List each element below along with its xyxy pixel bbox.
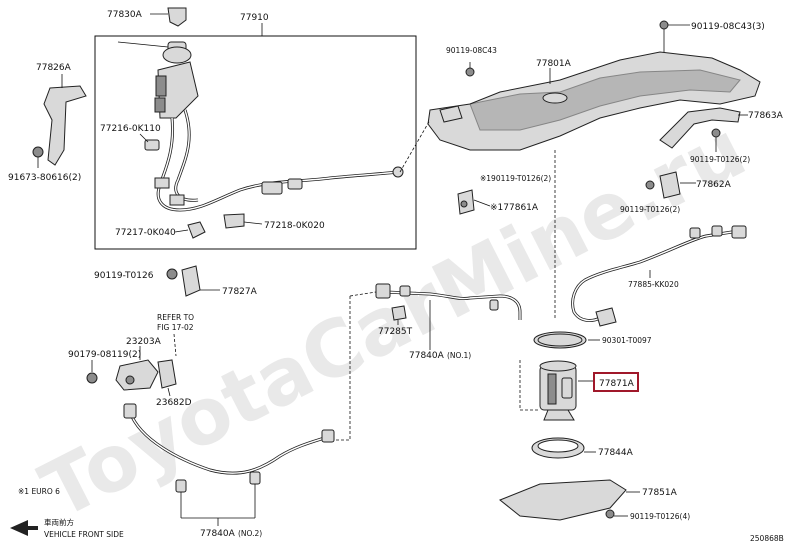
- label-90119-08C43-top: 90119-08C43: [446, 46, 497, 55]
- front-arrow-icon: [10, 520, 38, 536]
- clip-77285T[interactable]: [391, 305, 407, 325]
- bolt-90119-T0126-left[interactable]: [166, 268, 178, 280]
- label-77217: 77217-0K040: [115, 228, 176, 238]
- bolt-90179[interactable]: [86, 360, 98, 384]
- protector-77851A[interactable]: [499, 479, 640, 521]
- label-90119-T0126-4: 90119-T0126(4): [630, 512, 690, 521]
- front-label-en: VEHICLE FRONT SIDE: [44, 530, 124, 539]
- label-77285T: 77285T: [378, 327, 413, 337]
- label-90119-T0126-2-a: 90119-T0126(2): [690, 155, 750, 164]
- refer-to-text: REFER TO: [157, 313, 194, 322]
- label-77844A: 77844A: [598, 448, 634, 458]
- label-23682D: 23682D: [156, 398, 192, 408]
- fuel-tube-77840A-no2[interactable]: [123, 403, 335, 526]
- front-label-jp: 車両前方: [44, 517, 74, 527]
- label-90119-T0126-left: 90119-T0126: [94, 271, 154, 281]
- bracket-77862A[interactable]: [645, 171, 696, 199]
- label-77910: 77910: [240, 13, 269, 23]
- footnote: ※1 EURO 6: [18, 487, 60, 496]
- bolt-90119-08C43-top[interactable]: [465, 62, 475, 77]
- label-90179: 90179-08119(2): [68, 350, 141, 360]
- clamp-77216[interactable]: [139, 133, 160, 151]
- label-91673: 91673-80616(2): [8, 173, 81, 183]
- label-no2: (NO.2): [238, 529, 262, 538]
- label-no1: (NO.1): [447, 351, 471, 360]
- bracket-77861A[interactable]: [457, 189, 491, 215]
- fuel-cap[interactable]: [150, 7, 187, 27]
- fuel-tank-77801A[interactable]: [427, 51, 761, 151]
- label-77216: 77216-0K110: [100, 124, 161, 134]
- bracket-77218[interactable]: [223, 213, 263, 229]
- label-77863A: 77863A: [748, 111, 784, 121]
- label-77827A: 77827A: [222, 287, 258, 297]
- label-77840A-no1: 77840A: [409, 351, 445, 361]
- filler-pipe-assembly[interactable]: [117, 41, 404, 212]
- bolt-90119-08C43-right[interactable]: [659, 20, 690, 52]
- label-77861A: ※177861A: [490, 203, 539, 213]
- label-90119-T0126-2-c: 90119-T0126(2): [620, 205, 680, 214]
- vent-tube-77885[interactable]: [571, 225, 747, 327]
- fig-reference[interactable]: FIG 17-02: [157, 323, 194, 332]
- fuel-tube-77840A-no1[interactable]: [375, 283, 522, 320]
- label-77801A: 77801A: [536, 59, 572, 69]
- lock-ring-77844A[interactable]: [531, 437, 596, 459]
- label-90301: 90301-T0097: [602, 336, 652, 345]
- label-77862A: 77862A: [696, 180, 732, 190]
- label-90119-08C43-right: 90119-08C43(3): [691, 22, 765, 32]
- fuel-pump-77871A[interactable]: [539, 360, 594, 421]
- label-77840A-no2: 77840A: [200, 529, 236, 539]
- highlight-77871A: [593, 372, 639, 392]
- label-77218: 77218-0K020: [264, 221, 325, 231]
- diagram-code: 250868B: [750, 534, 784, 543]
- bracket-77827A[interactable]: [181, 265, 220, 297]
- label-77826A: 77826A: [36, 63, 72, 73]
- fuel-filter-23203A[interactable]: [115, 333, 177, 391]
- label-77830A: 77830A: [107, 10, 143, 20]
- label-77851A: 77851A: [642, 488, 678, 498]
- filler-pipe-group-box: [94, 35, 417, 250]
- bracket-77217[interactable]: [174, 221, 206, 239]
- label-77885: 77885-KK020: [628, 280, 679, 289]
- strap-77863A[interactable]: [659, 107, 748, 152]
- bolt-91673[interactable]: [32, 146, 44, 168]
- bracket-77826A[interactable]: [43, 74, 87, 166]
- gasket-90301[interactable]: [533, 331, 600, 349]
- label-77871A[interactable]: 77871A: [599, 379, 635, 389]
- label-23203A: 23203A: [126, 337, 162, 347]
- label-90119-T0126-2-b: ※190119-T0126(2): [480, 174, 551, 183]
